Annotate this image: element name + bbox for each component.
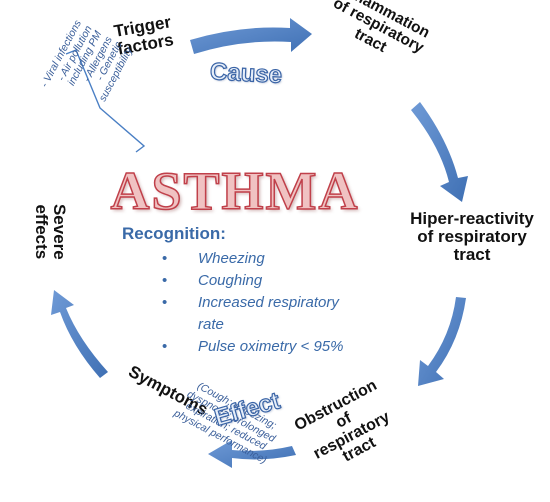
recognition-item-text: Coughing [198, 272, 263, 289]
recognition-item-text: Wheezing [198, 250, 265, 267]
recognition-list: • Wheezing • Coughing • Increased respirato… [122, 248, 362, 358]
cause-label: Cause [209, 58, 284, 90]
hyper-line-1: Hiper-reactivity [410, 209, 534, 228]
recognition-heading: Recognition: [122, 224, 226, 243]
recognition-item-text: Increased respiratory rate [198, 294, 339, 333]
trigger-details-bracket [65, 49, 146, 153]
arrow-obstruction-to-symptoms [208, 440, 296, 468]
hyper-line-2: of respiratory [417, 226, 527, 246]
arrow-cause-to-inflammation [190, 18, 312, 54]
arrow-inflammation-to-hyper [411, 102, 468, 202]
severe-line-2: effects [32, 204, 51, 260]
severe-effects-node: Severe effects [32, 182, 69, 282]
list-item: • Pulse oximetry < 95% [122, 336, 362, 358]
bullet-icon: • [162, 250, 168, 267]
recognition-item-text: Pulse oximetry < 95% [198, 338, 344, 355]
hyper-line-3: tract [453, 244, 491, 264]
arrow-symptoms-to-severe [51, 290, 108, 378]
arrow-hyper-to-obstruction [418, 297, 466, 386]
bullet-icon: • [162, 338, 168, 355]
severe-line-1: Severe [49, 203, 69, 260]
list-item: • Wheezing [122, 248, 362, 270]
bullet-icon: • [162, 272, 168, 289]
list-item: • Increased respiratory rate [122, 292, 362, 336]
bullet-icon: • [162, 294, 168, 311]
recognition-section: Recognition: • Wheezing • Coughing • Increa… [122, 224, 362, 358]
asthma-title: ASTHMA [110, 160, 360, 222]
list-item: • Coughing [122, 270, 362, 292]
hyper-reactivity-node: Hiper-reactivity of respiratory tract [394, 210, 550, 264]
